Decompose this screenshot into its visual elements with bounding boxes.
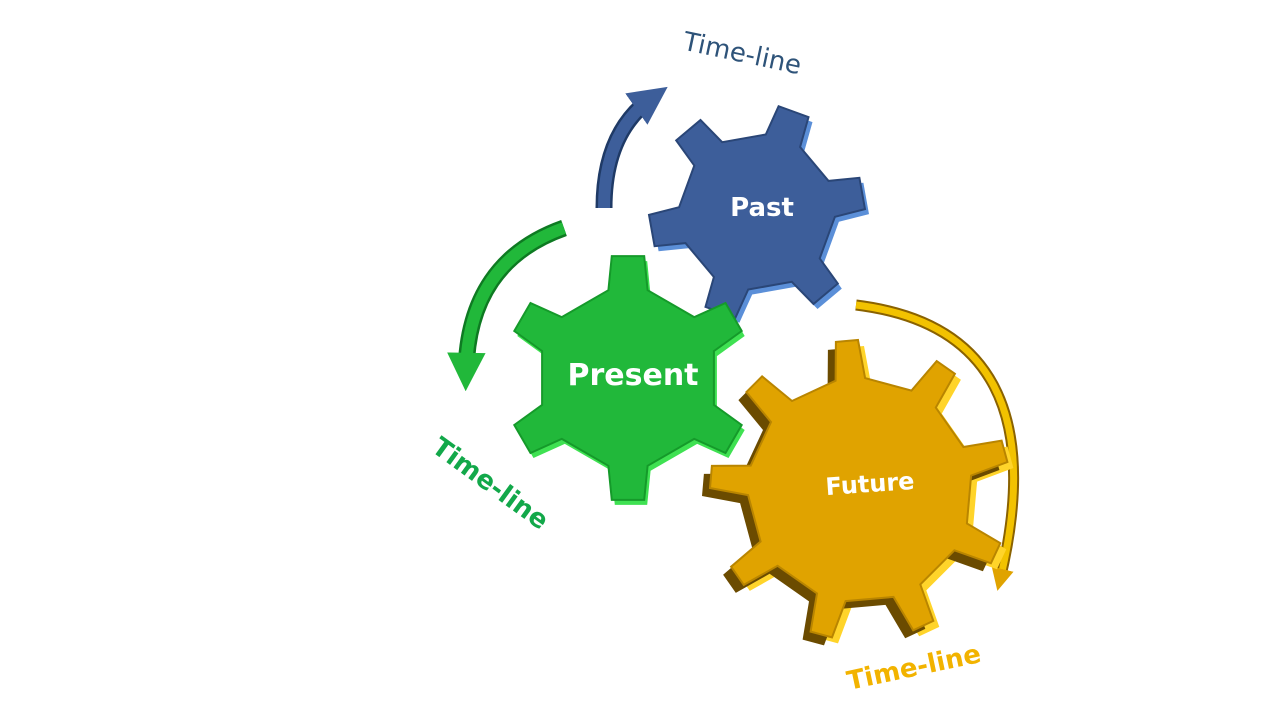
- past-gear: Past: [647, 104, 869, 323]
- present-gear-body: [512, 255, 744, 501]
- future-gear: Future: [702, 338, 1014, 646]
- future-timeline-label: Time-line: [844, 639, 983, 697]
- present-gear-label: Present: [567, 358, 698, 393]
- future-gear-label: Future: [825, 467, 916, 501]
- present-arrow: [447, 219, 567, 392]
- future-arrow: [855, 299, 1020, 591]
- future-gear-body: [708, 338, 1009, 639]
- present-gear: Present: [512, 255, 745, 505]
- past-timeline-label: Time-line: [679, 27, 804, 81]
- past-gear-label: Past: [730, 193, 794, 223]
- past-arrow: [595, 86, 668, 209]
- past-gear-body: [647, 104, 867, 320]
